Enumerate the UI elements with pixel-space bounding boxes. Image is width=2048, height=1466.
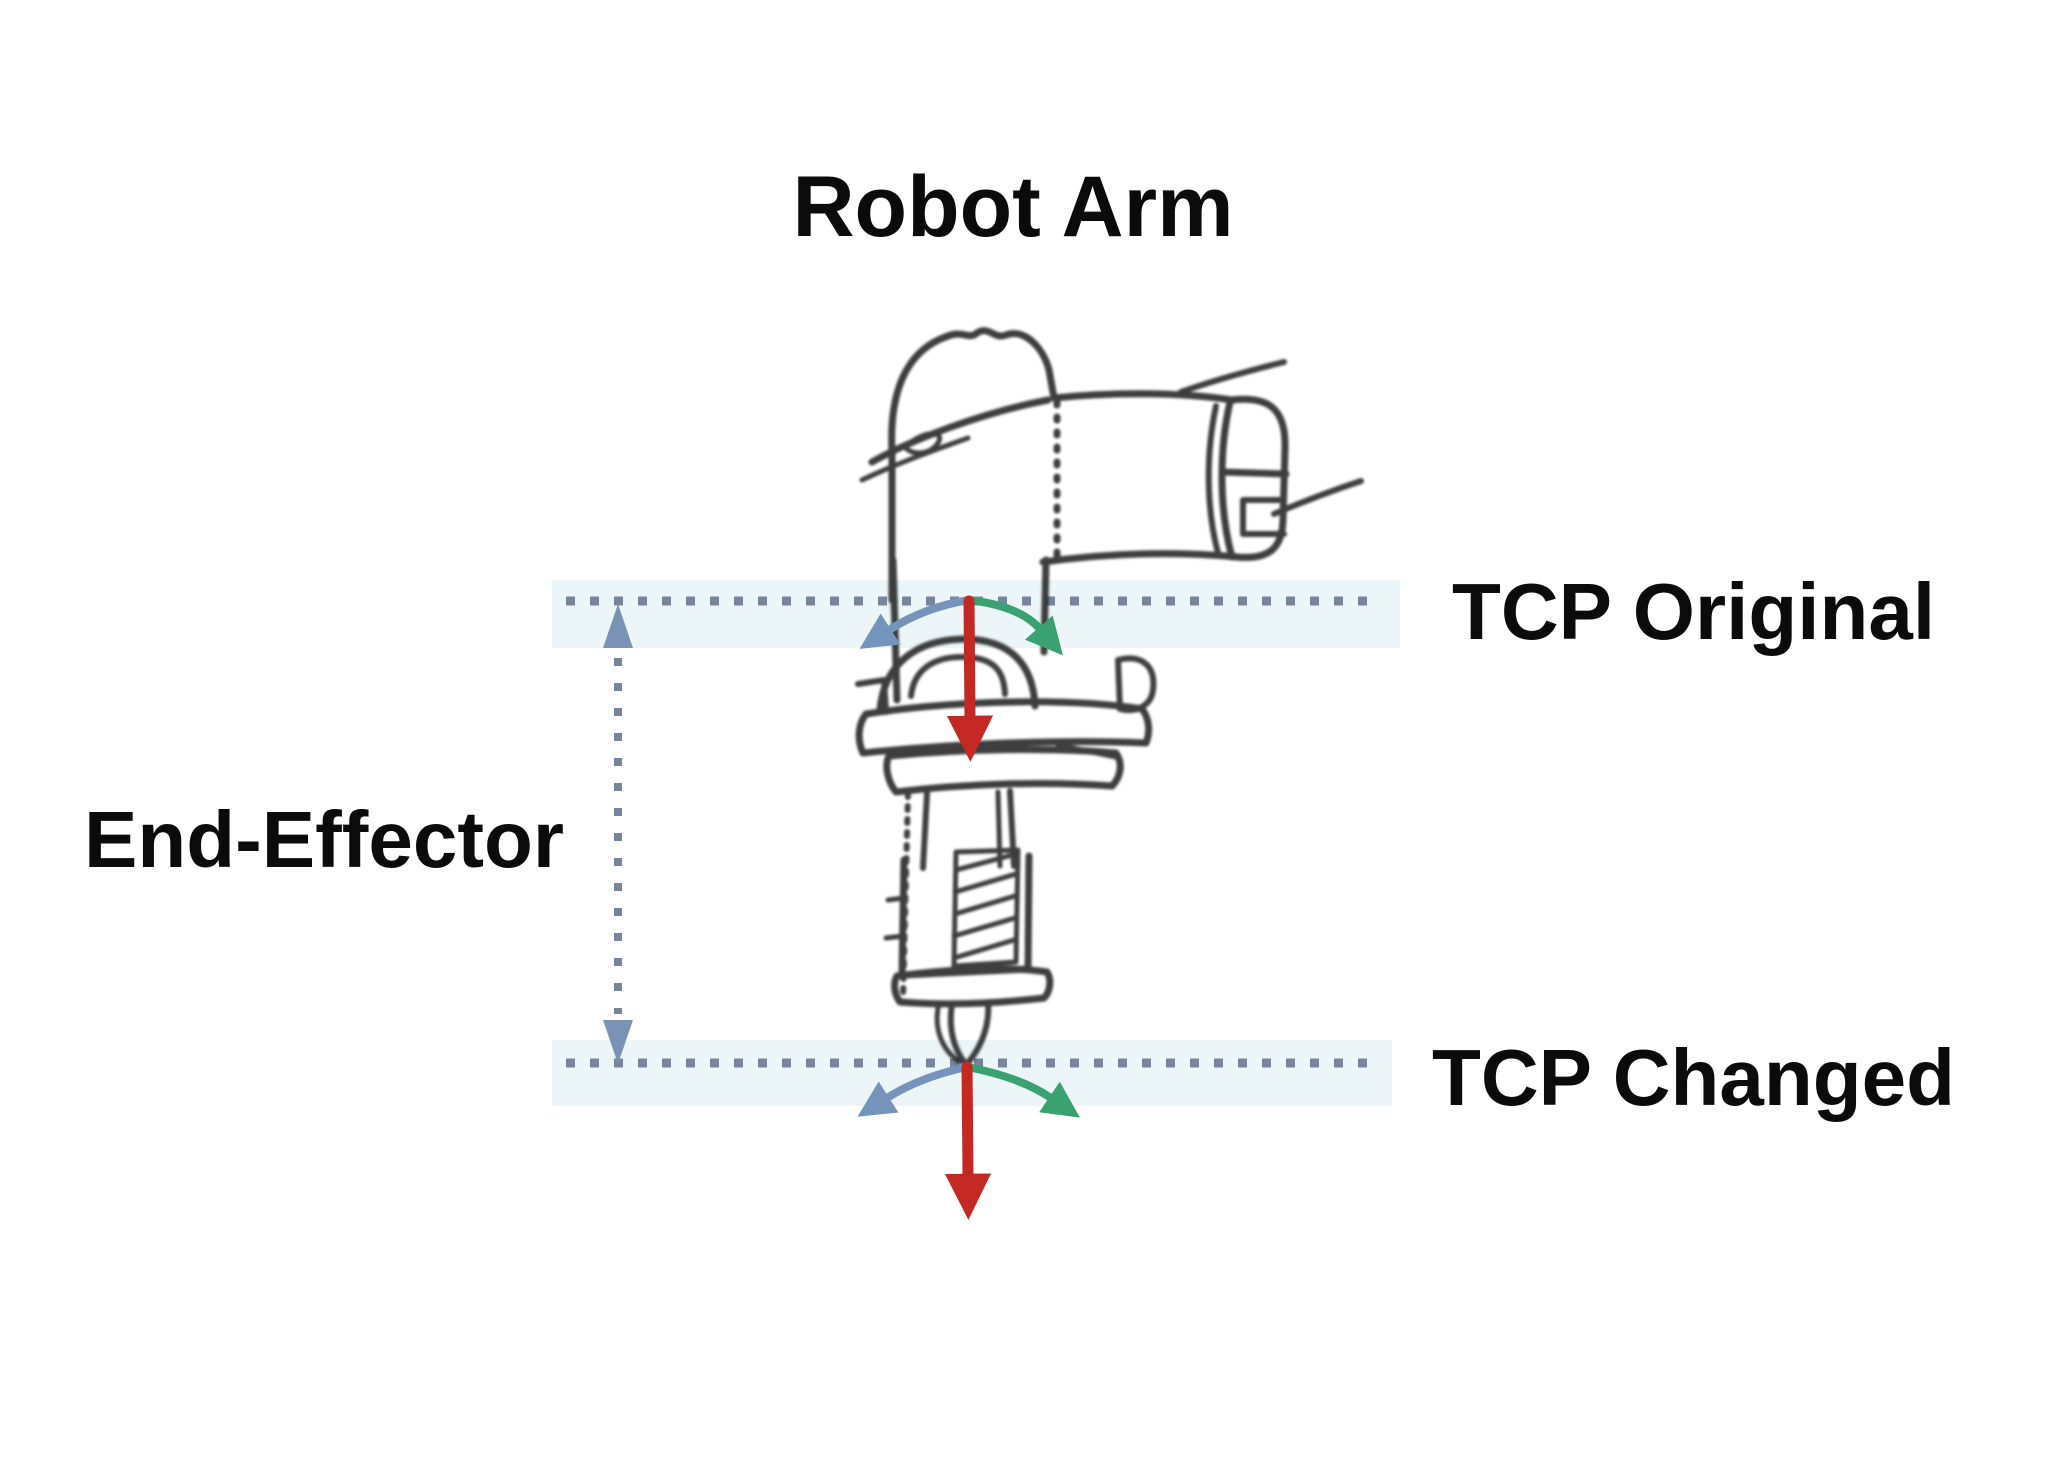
tool-lower-plate [891,965,1054,1008]
tcp-changed-frame [857,1061,1080,1220]
cable-line-lower [1271,478,1364,517]
label-tcp-original: TCP Original [1452,567,1936,656]
diagram-title: Robot Arm [792,159,1234,255]
flange-plate-lower [883,745,1124,796]
z-axis-arrow-blue [857,1063,971,1117]
tool-block-hatching [883,847,1021,969]
y-axis-arrow-green [963,1063,1080,1118]
tool-tip [934,999,992,1066]
z-axis-arrow-blue [859,596,973,649]
robot-arm-sketch [855,327,1364,1066]
x-axis-arrow-red [944,1061,992,1220]
flange-plate-upper [855,698,1153,757]
label-end-effector: End-Effector [84,795,564,884]
x-axis-arrow-red [946,595,994,762]
dimension-arrow-up-icon [603,604,633,648]
y-axis-arrow-green [965,596,1063,656]
end-effector-tool-sketch [855,635,1157,1066]
dimension-arrow-down-icon [603,1020,633,1064]
robot-wrist-upper-body [859,327,1364,704]
cable-line-upper [1178,359,1287,395]
label-tcp-changed: TCP Changed [1432,1033,1956,1122]
tcp-original-frame [859,595,1063,762]
reference-lines [566,596,1378,1068]
end-effector-dimension-line [603,604,633,1064]
